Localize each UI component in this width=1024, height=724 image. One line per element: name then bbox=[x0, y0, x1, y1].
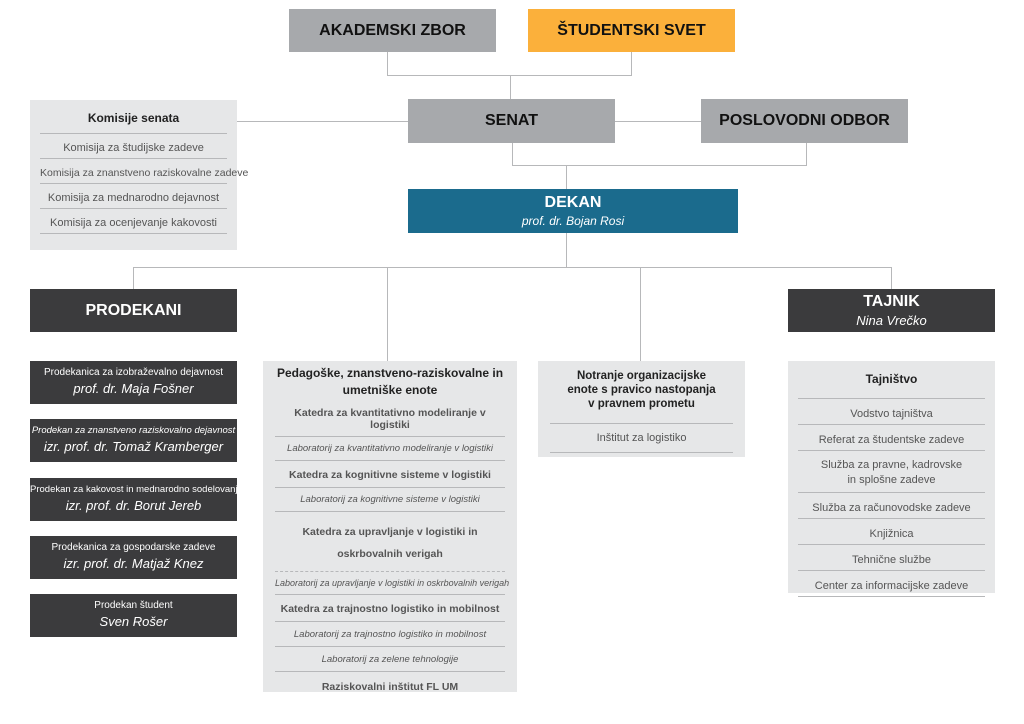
notranje-enote-title: Notranje organizacijske enote s pravico … bbox=[550, 369, 733, 424]
institut-logistika-item: Inštitut za logistiko bbox=[550, 424, 733, 453]
senat-box: SENAT bbox=[408, 99, 615, 143]
komisija-item: Komisija za ocenjevanje kakovosti bbox=[40, 209, 227, 234]
laboratorij-item: Laboratorij za upravljanje v logistiki i… bbox=[275, 572, 509, 595]
tajnik-box: TAJNIK Nina Vrečko bbox=[788, 289, 995, 332]
tajnistvo-item: Služba za pravne, kadrovske in splošne z… bbox=[798, 451, 985, 493]
prodekan-role: Prodekanica za izobraževalno dejavnost bbox=[44, 367, 223, 378]
connector bbox=[387, 52, 388, 75]
laboratorij-item: Laboratorij za zelene tehnologije bbox=[275, 647, 505, 672]
connector bbox=[133, 267, 134, 289]
poslovodni-odbor-box: POSLOVODNI ODBOR bbox=[701, 99, 908, 143]
komisije-senata-title: Komisije senata bbox=[40, 108, 227, 134]
connector bbox=[631, 52, 632, 75]
prodekan-card: Prodekan za znanstveno raziskovalno deja… bbox=[30, 419, 237, 462]
connector bbox=[133, 267, 892, 268]
prodekan-name: izr. prof. dr. Tomaž Kramberger bbox=[43, 439, 224, 454]
tajnistvo-item: Vodstvo tajništva bbox=[798, 399, 985, 425]
connector bbox=[615, 121, 701, 122]
komisije-senata-panel: Komisije senata Komisija za študijske za… bbox=[30, 100, 248, 250]
tajnik-name: Nina Vrečko bbox=[856, 313, 927, 328]
laboratorij-item: Laboratorij za kognitivne sisteme v logi… bbox=[275, 488, 505, 512]
komisija-item: Komisija za mednarodno dejavnost bbox=[40, 184, 227, 209]
tajnistvo-panel: Tajništvo Vodstvo tajništva Referat za š… bbox=[788, 361, 995, 597]
connector bbox=[512, 165, 807, 166]
tajnistvo-title: Tajništvo bbox=[798, 369, 985, 399]
connector bbox=[806, 143, 807, 165]
katedra-item: Katedra za kvantitativno modeliranje v l… bbox=[275, 403, 505, 437]
notranje-enote-panel: Notranje organizacijske enote s pravico … bbox=[538, 361, 745, 457]
prodekan-name: izr. prof. dr. Borut Jereb bbox=[65, 498, 202, 513]
akademski-zbor-box: AKADEMSKI ZBOR bbox=[289, 9, 496, 52]
katedra-item: Katedra za kognitivne sisteme v logistik… bbox=[275, 461, 505, 488]
katedra-item: Katedra za trajnostno logistiko in mobil… bbox=[275, 595, 505, 622]
connector bbox=[640, 267, 641, 361]
pedagoske-enote-title: Pedagoške, znanstveno-raziskovalne in um… bbox=[276, 366, 504, 397]
prodekan-name: Sven Rošer bbox=[99, 614, 168, 629]
connector bbox=[566, 233, 567, 267]
laboratorij-item: Laboratorij za trajnostno logistiko in m… bbox=[275, 622, 505, 647]
connector bbox=[510, 75, 511, 99]
prodekan-role: Prodekan za znanstveno raziskovalno deja… bbox=[31, 425, 236, 436]
prodekani-box: PRODEKANI bbox=[30, 289, 237, 332]
pedagoske-enote-panel: Pedagoške, znanstveno-raziskovalne in um… bbox=[263, 361, 517, 693]
komisija-item: Komisija za znanstveno raziskovalne zade… bbox=[40, 159, 248, 184]
prodekan-role: Prodekan za kakovost in mednarodno sodel… bbox=[30, 484, 243, 495]
institut-item: Raziskovalni inštitut FL UM bbox=[321, 681, 459, 693]
prodekan-name: prof. dr. Maja Fošner bbox=[73, 381, 194, 396]
tajnistvo-item: Referat za študentske zadeve bbox=[798, 425, 985, 451]
connector bbox=[236, 121, 408, 122]
prodekan-card: Prodekanica za izobraževalno dejavnost p… bbox=[30, 361, 237, 404]
tajnistvo-item: Tehnične službe bbox=[798, 545, 985, 571]
connector bbox=[566, 165, 567, 189]
tajnistvo-item: Center za informacijske zadeve bbox=[798, 571, 985, 597]
tajnik-title: TAJNIK bbox=[863, 293, 920, 310]
prodekan-card: Prodekan za kakovost in mednarodno sodel… bbox=[30, 478, 243, 521]
laboratorij-item: Laboratorij za kvantitativno modeliranje… bbox=[275, 437, 505, 461]
tajnistvo-item: Služba za računovodske zadeve bbox=[798, 493, 985, 519]
prodekan-role: Prodekanica za gospodarske zadeve bbox=[51, 542, 216, 553]
prodekan-name: izr. prof. dr. Matjaž Knez bbox=[63, 556, 204, 571]
prodekan-card: Prodekan študent Sven Rošer bbox=[30, 594, 237, 637]
connector bbox=[512, 143, 513, 165]
connector bbox=[387, 267, 388, 361]
dekan-box: DEKAN prof. dr. Bojan Rosi bbox=[408, 189, 738, 233]
prodekan-role: Prodekan študent bbox=[94, 600, 173, 611]
dekan-name: prof. dr. Bojan Rosi bbox=[521, 214, 625, 228]
connector bbox=[387, 75, 632, 76]
connector bbox=[891, 267, 892, 289]
komisija-item: Komisija za študijske zadeve bbox=[40, 134, 227, 159]
katedra-item: Katedra za upravljanje v logistiki in os… bbox=[275, 512, 505, 572]
studentski-svet-box: ŠTUDENTSKI SVET bbox=[528, 9, 735, 52]
prodekan-card: Prodekanica za gospodarske zadeve izr. p… bbox=[30, 536, 237, 579]
tajnistvo-item: Knjižnica bbox=[798, 519, 985, 545]
dekan-title: DEKAN bbox=[544, 194, 602, 211]
